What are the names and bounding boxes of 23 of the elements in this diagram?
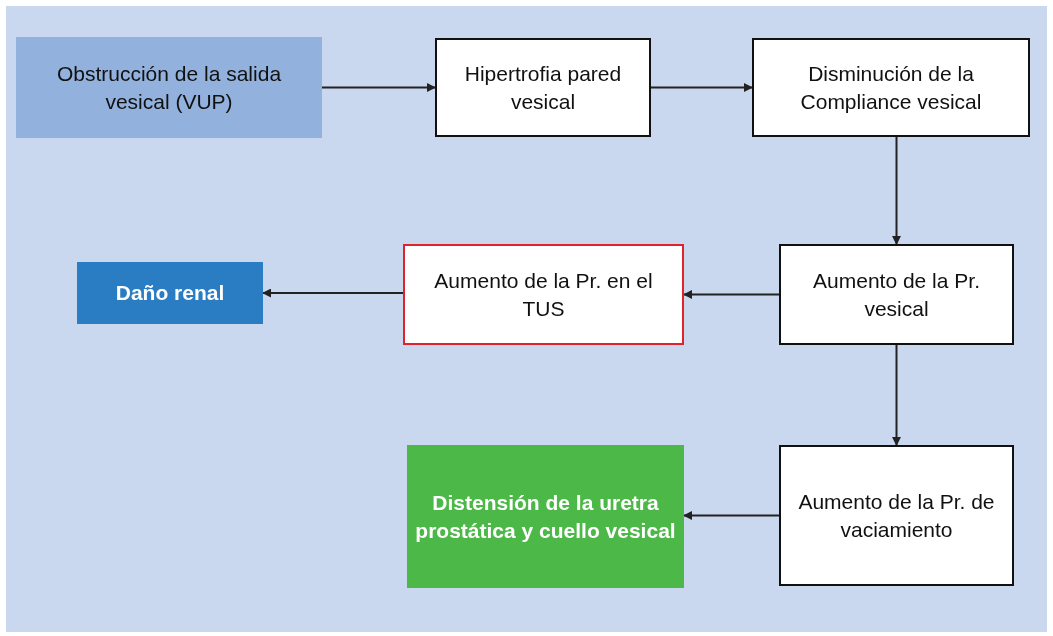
arrow (262, 288, 404, 298)
highlighted-process-box (403, 244, 684, 345)
arrow (321, 83, 436, 92)
node-text: Aumento de la Pr. en el TUS (433, 268, 654, 322)
process-box (752, 38, 1030, 137)
node-text: Disminución de la Compliance vesical (799, 61, 983, 115)
process-box (779, 445, 1014, 586)
process-box (435, 38, 651, 137)
node-text: Distensión de la uretra prostática y cuello vesical (414, 490, 677, 544)
arrow (683, 511, 780, 520)
arrow (892, 344, 901, 446)
outcome-box (407, 445, 684, 588)
arrow (892, 136, 901, 245)
node-text: Obstrucción de la salida vesical (VUP) (55, 61, 283, 115)
node-text: Aumento de la Pr. de vaciamiento (797, 489, 996, 543)
node-text: Hipertrofia pared vesical (463, 61, 623, 115)
outcome-box (77, 262, 263, 324)
node-text: Daño renal (114, 280, 226, 307)
node-text: Aumento de la Pr. vesical (812, 268, 981, 322)
arrow (683, 290, 780, 299)
start-box (16, 37, 322, 138)
arrow (650, 83, 753, 92)
process-box (779, 244, 1014, 345)
